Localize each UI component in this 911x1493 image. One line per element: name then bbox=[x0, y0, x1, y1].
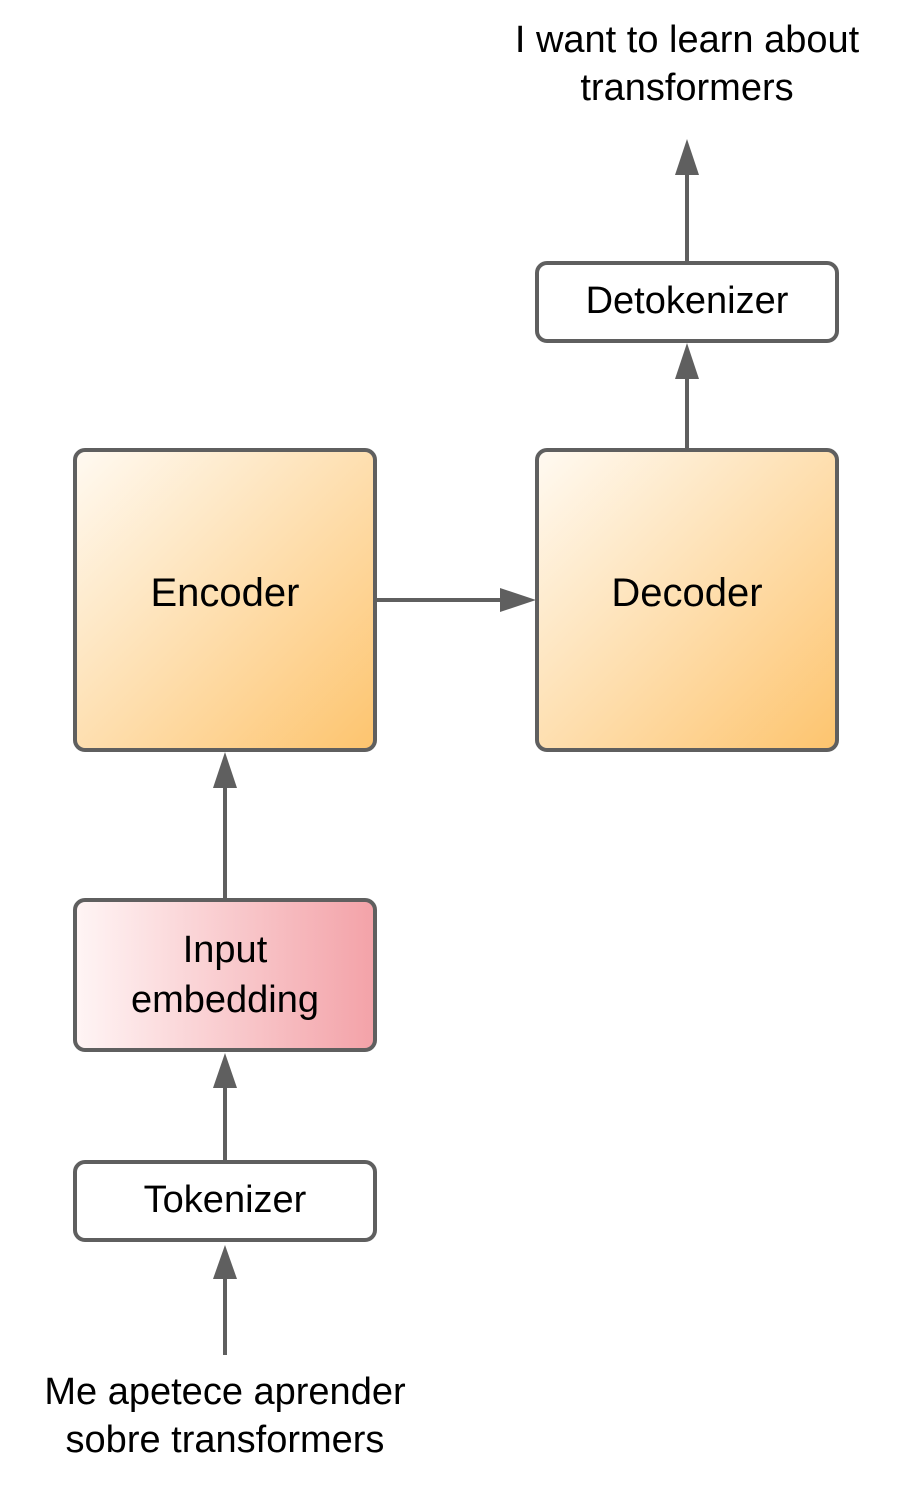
encoder-label-text: Encoder bbox=[150, 571, 300, 615]
input-text-line1: Me apetece aprender bbox=[44, 1371, 406, 1413]
arrowhead-detokenizer-to-output bbox=[675, 139, 699, 175]
arrowhead-encoder-to-decoder bbox=[500, 588, 536, 612]
output-text-line1: I want to learn about bbox=[514, 19, 860, 61]
tokenizer-label-text: Tokenizer bbox=[143, 1179, 307, 1222]
input-text: Me apetece aprender sobre transformers bbox=[15, 1368, 435, 1464]
arrowhead-input-to-tokenizer bbox=[213, 1245, 237, 1279]
detokenizer-label: Detokenizer bbox=[537, 263, 837, 341]
decoder-label: Decoder bbox=[537, 450, 837, 750]
detokenizer-box bbox=[535, 261, 839, 343]
arrowhead-embedding-to-encoder bbox=[213, 752, 237, 788]
arrowhead-tokenizer-to-embedding bbox=[213, 1053, 237, 1088]
output-text: I want to learn about transformers bbox=[487, 16, 887, 112]
input-embedding-box bbox=[73, 898, 377, 1052]
encoder-label: Encoder bbox=[75, 450, 375, 750]
input-embedding-label-line1: Input bbox=[182, 929, 268, 971]
arrowhead-decoder-to-detokenizer bbox=[675, 343, 699, 379]
decoder-box bbox=[535, 448, 839, 752]
input-text-line2: sobre transformers bbox=[65, 1419, 385, 1461]
tokenizer-box bbox=[73, 1160, 377, 1242]
decoder-label-text: Decoder bbox=[611, 571, 763, 615]
input-embedding-label-line2: embedding bbox=[130, 979, 320, 1021]
input-embedding-label: Input embedding bbox=[75, 900, 375, 1050]
encoder-box bbox=[73, 448, 377, 752]
detokenizer-label-text: Detokenizer bbox=[585, 280, 789, 323]
connectors bbox=[213, 139, 699, 1355]
tokenizer-label: Tokenizer bbox=[75, 1162, 375, 1240]
output-text-line2: transformers bbox=[580, 67, 794, 109]
